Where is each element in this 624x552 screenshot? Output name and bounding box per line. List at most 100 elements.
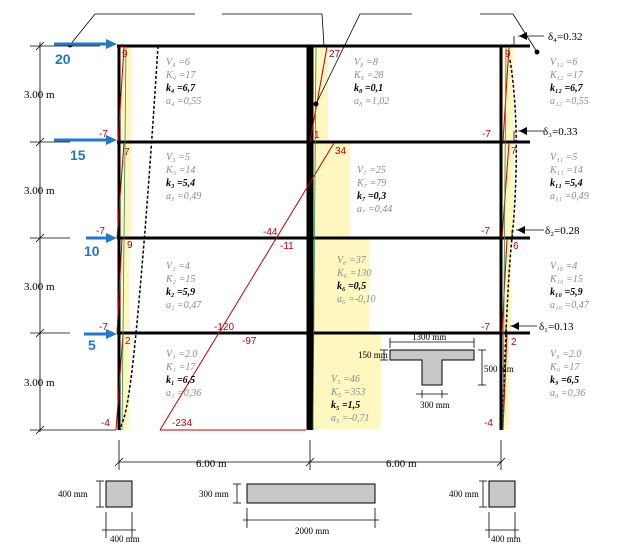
moment-left-4: 9 bbox=[127, 240, 133, 251]
svg-text:k₉ =6,5: k₉ =6,5 bbox=[550, 375, 579, 386]
column-axes bbox=[121, 46, 507, 431]
right-column-properties: V₁₂ =6 K₁₂ =17 k₁₂ =6,7 a₁₂ =0,55 V₁₁ =5… bbox=[549, 57, 590, 399]
svg-text:K₁₀ =15: K₁₀ =15 bbox=[549, 274, 583, 285]
left-column-properties: V₄ =6 K₄ =17 k₄ =6,7 a₄ =0,55 V₃ =5 K₃ =… bbox=[165, 57, 202, 399]
moment-left-7: -4 bbox=[101, 418, 110, 429]
svg-text:V₅ =46: V₅ =46 bbox=[331, 374, 360, 385]
left-col-h: 400 mm bbox=[58, 489, 88, 499]
moment-right-3: -7 bbox=[481, 226, 490, 237]
right-col-w: 400 mm bbox=[491, 534, 521, 544]
svg-text:a₁ =0,36: a₁ =0,36 bbox=[166, 388, 201, 399]
moment-right-7: -4 bbox=[484, 418, 493, 429]
deflected-shape bbox=[119, 45, 517, 431]
load-arrows bbox=[54, 39, 117, 339]
moment-right-4: 6 bbox=[513, 241, 519, 252]
moment-mid-4: -11 bbox=[280, 241, 294, 252]
svg-text:K₈ =28: K₈ =28 bbox=[353, 70, 383, 81]
svg-text:a₅ =-0,71: a₅ =-0,71 bbox=[331, 413, 370, 424]
svg-text:V₉ =2.0: V₉ =2.0 bbox=[550, 349, 581, 360]
load-label-2: 10 bbox=[84, 243, 100, 259]
moment-mid-2: 34 bbox=[335, 146, 347, 157]
load-label-1: 5 bbox=[88, 337, 96, 353]
load-label-4: 20 bbox=[55, 51, 71, 67]
leader-lines bbox=[69, 13, 538, 105]
leader-dot bbox=[313, 101, 319, 107]
svg-text:V₇ =25: V₇ =25 bbox=[357, 165, 386, 176]
moment-left-2: 7 bbox=[124, 147, 130, 158]
moment-right-0: 9 bbox=[505, 49, 511, 60]
svg-text:a₈ =1,02: a₈ =1,02 bbox=[354, 96, 389, 107]
moment-left-0: 9 bbox=[122, 49, 128, 60]
svg-text:V₄ =6: V₄ =6 bbox=[166, 57, 190, 68]
left-col-w: 400 mm bbox=[110, 534, 140, 544]
svg-text:a₁₀ =0,47: a₁₀ =0,47 bbox=[550, 300, 590, 311]
svg-text:K₂ =15: K₂ =15 bbox=[165, 274, 195, 285]
svg-text:a₁₂ =0,55: a₁₂ =0,55 bbox=[550, 96, 589, 107]
wall-w: 2000 mm bbox=[295, 526, 329, 536]
wall-section: 300 mm 2000 mm bbox=[199, 483, 379, 536]
beam-depth: 500 mm bbox=[484, 364, 514, 374]
bay-span-1: 6.00 m bbox=[196, 458, 227, 470]
shear-shading bbox=[121, 47, 513, 429]
storey-height-3: 3.00 m bbox=[24, 185, 55, 197]
beam-flange: 150 mm bbox=[358, 350, 388, 360]
drift-2: δ₂=0.28 bbox=[545, 225, 580, 237]
svg-text:K₁ =17: K₁ =17 bbox=[165, 362, 196, 373]
svg-text:K₄ =17: K₄ =17 bbox=[165, 70, 196, 81]
svg-text:k₆ =0,5: k₆ =0,5 bbox=[337, 281, 366, 292]
load-label-3: 15 bbox=[70, 147, 86, 163]
moment-mid-0: 27 bbox=[329, 49, 341, 60]
svg-text:k₂ =5,9: k₂ =5,9 bbox=[166, 287, 195, 298]
svg-text:a₃ =0,49: a₃ =0,49 bbox=[166, 191, 201, 202]
moment-mid-6: -97 bbox=[242, 336, 257, 347]
leader-dot bbox=[534, 49, 540, 55]
svg-text:V₁₂ =6: V₁₂ =6 bbox=[550, 57, 577, 68]
beam-width: 1300 mm bbox=[412, 332, 446, 342]
right-col-h: 400 mm bbox=[449, 489, 479, 499]
columns bbox=[117, 46, 503, 430]
svg-text:k₅ =1,5: k₅ =1,5 bbox=[331, 400, 360, 411]
svg-text:a₆ =-0,10: a₆ =-0,10 bbox=[337, 294, 376, 305]
moment-left-3: -7 bbox=[96, 226, 105, 237]
svg-text:V₁₁ =5: V₁₁ =5 bbox=[550, 152, 577, 163]
span-dimension bbox=[114, 440, 506, 470]
moment-left-5: -7 bbox=[99, 322, 108, 333]
svg-text:k₇ =0,3: k₇ =0,3 bbox=[357, 191, 386, 202]
svg-text:K₁₂ =17: K₁₂ =17 bbox=[549, 70, 584, 81]
moment-left-1: -7 bbox=[99, 129, 108, 140]
svg-text:a₂ =0,47: a₂ =0,47 bbox=[166, 300, 202, 311]
bay-span-2: 6.00 m bbox=[386, 458, 417, 470]
svg-text:V₆ =37: V₆ =37 bbox=[337, 255, 367, 266]
height-dimension bbox=[30, 41, 116, 435]
wall-h: 300 mm bbox=[199, 489, 229, 499]
drift-4: δ₄=0.32 bbox=[548, 31, 582, 43]
svg-text:k₈ =0,1: k₈ =0,1 bbox=[354, 83, 383, 94]
floor-beams bbox=[117, 44, 530, 335]
moment-mid-7: -234 bbox=[172, 418, 192, 429]
moment-left-6: 2 bbox=[125, 336, 131, 347]
svg-text:a₉ =0,36: a₉ =0,36 bbox=[550, 388, 585, 399]
moment-mid-5: -120 bbox=[214, 322, 234, 333]
left-column-section: 400 mm 400 mm bbox=[58, 480, 140, 544]
svg-text:K₃ =14: K₃ =14 bbox=[165, 165, 195, 176]
svg-text:k₄ =6,7: k₄ =6,7 bbox=[166, 83, 196, 94]
moment-labels: 9 -7 7 -7 9 -7 2 -4 27 1 34 -44 -11 -120… bbox=[96, 49, 519, 429]
svg-text:k₁₀ =5,9: k₁₀ =5,9 bbox=[550, 287, 583, 298]
svg-text:a₁₁ =0,49: a₁₁ =0,49 bbox=[550, 191, 589, 202]
svg-text:a₄ =0,55: a₄ =0,55 bbox=[166, 96, 201, 107]
storey-height-2: 3.00 m bbox=[24, 281, 55, 293]
svg-text:K₆ =130: K₆ =130 bbox=[336, 268, 371, 279]
drift-3: δ₃=0.33 bbox=[543, 126, 578, 138]
svg-text:K₇ =79: K₇ =79 bbox=[356, 178, 386, 189]
beam-web: 300 mm bbox=[420, 400, 450, 410]
svg-text:k₃ =5,4: k₃ =5,4 bbox=[166, 178, 195, 189]
svg-text:V₈ =8: V₈ =8 bbox=[354, 57, 378, 68]
moment-right-5: -7 bbox=[481, 322, 490, 333]
middle-column-properties: V₈ =8 K₈ =28 k₈ =0,1 a₈ =1,02 V₇ =25 K₇ … bbox=[330, 57, 392, 424]
moment-right-2: 7 bbox=[511, 146, 517, 157]
svg-text:K₁₁ =14: K₁₁ =14 bbox=[549, 165, 583, 176]
svg-text:V₃ =5: V₃ =5 bbox=[166, 152, 190, 163]
svg-text:k₁ =6,5: k₁ =6,5 bbox=[166, 375, 195, 386]
